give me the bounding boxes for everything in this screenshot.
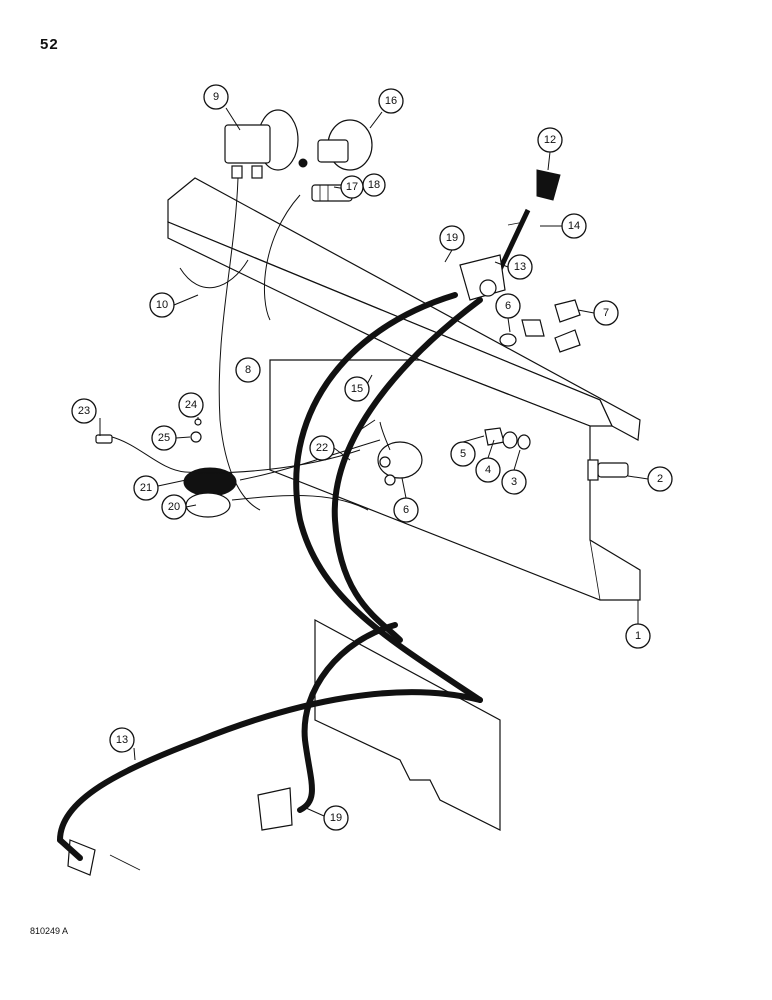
callout-label: 20 [168,501,180,513]
callout-label: 22 [316,442,328,454]
callout-5: 5 [450,441,476,467]
callout-19-bottom: 19 [323,805,349,831]
page-number: 52 [40,36,59,53]
callout-label: 17 [346,181,358,193]
throttle-lever [459,169,561,301]
callout-2: 2 [647,466,673,492]
gauge [298,119,373,171]
callout-label: 21 [140,482,152,494]
hardware-stack [484,427,629,481]
key-switch [499,299,581,353]
pilot-light [95,418,237,518]
callout-12: 12 [537,127,563,153]
callout-18: 18 [362,173,386,197]
callout-9: 9 [203,84,229,110]
callout-3: 3 [501,469,527,495]
callout-label: 14 [568,220,580,232]
callout-label: 16 [385,95,397,107]
callout-25: 25 [151,425,177,451]
cables [57,292,483,861]
callout-label: 6 [403,504,409,516]
callout-label: 2 [657,473,663,485]
callout-label: 7 [603,307,609,319]
callout-label: 13 [514,261,526,273]
callout-10: 10 [149,292,175,318]
callout-1: 1 [625,623,651,649]
callout-8: 8 [235,357,261,383]
callout-17: 17 [340,175,364,199]
callout-label: 23 [78,405,90,417]
callout-label: 6 [505,300,511,312]
callout-14: 14 [561,213,587,239]
callout-label: 15 [351,383,363,395]
callout-label: 5 [460,448,466,460]
callout-label: 25 [158,432,170,444]
callout-label: 1 [635,630,641,642]
callout-19-top: 19 [439,225,465,251]
hour-meter [224,109,299,179]
callout-label: 24 [185,399,197,411]
callout-24: 24 [178,392,204,418]
callout-23: 23 [71,398,97,424]
callout-label: 3 [511,476,517,488]
callout-label: 13 [116,734,128,746]
dash-bracket [167,177,641,601]
callout-21: 21 [133,475,159,501]
figure-id: 810249 A [30,926,69,936]
wires [111,177,391,511]
callout-6-battery-switch: 6 [393,497,419,523]
callout-7: 7 [593,300,619,326]
leader-lines [99,107,649,817]
callout-label: 9 [213,91,219,103]
battery-switch [377,441,423,486]
callout-15: 15 [344,376,370,402]
callout-13-cable: 13 [109,727,135,753]
callout-13-lever: 13 [507,254,533,280]
callout-label: 8 [245,364,251,376]
callout-label: 10 [156,299,168,311]
callout-20: 20 [161,494,187,520]
cable-end-clamp [67,787,293,876]
callout-label: 4 [485,464,491,476]
callout-16: 16 [378,88,404,114]
callout-label: 19 [330,812,342,824]
callout-label: 19 [446,232,458,244]
callout-4: 4 [475,457,501,483]
callout-label: 18 [368,179,380,191]
callout-label: 12 [544,134,556,146]
callout-22: 22 [309,435,335,461]
callout-6-washer: 6 [495,293,521,319]
